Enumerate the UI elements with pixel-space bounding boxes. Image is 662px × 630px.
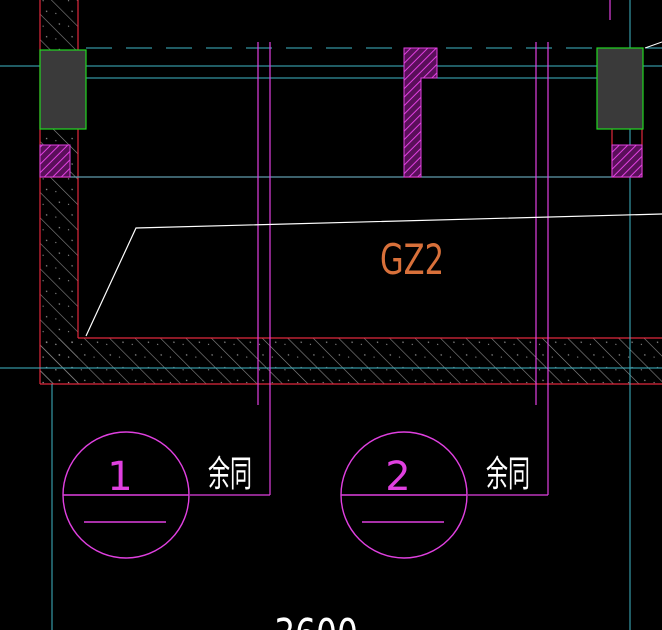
detail-2-number: 2: [385, 454, 410, 500]
gz2-l-shape[interactable]: [403, 47, 438, 178]
detail-1-note: 余同: [208, 454, 252, 495]
gz-left-small[interactable]: [39, 144, 71, 178]
gz2-leader-line: [85, 213, 662, 337]
gz2-label: GZ2: [380, 235, 444, 284]
detail-callout-1[interactable]: 1 余同: [62, 431, 252, 559]
column-left[interactable]: [39, 49, 87, 130]
section-lines: [190, 0, 611, 496]
detail-callout-2[interactable]: 2 余同: [340, 431, 530, 559]
wall-hatch: [40, 0, 662, 384]
wall-outlines: [39, 0, 662, 385]
top-right-tick: [644, 41, 662, 49]
bottom-wall-fill: [40, 338, 662, 384]
gz-elements: [39, 47, 643, 178]
gz-right-small[interactable]: [611, 144, 643, 178]
detail-2-note: 余同: [486, 454, 530, 495]
column-right[interactable]: [596, 47, 644, 130]
columns: [39, 47, 644, 130]
detail-1-number: 1: [107, 454, 132, 500]
dimension-text: 3600: [274, 610, 358, 630]
